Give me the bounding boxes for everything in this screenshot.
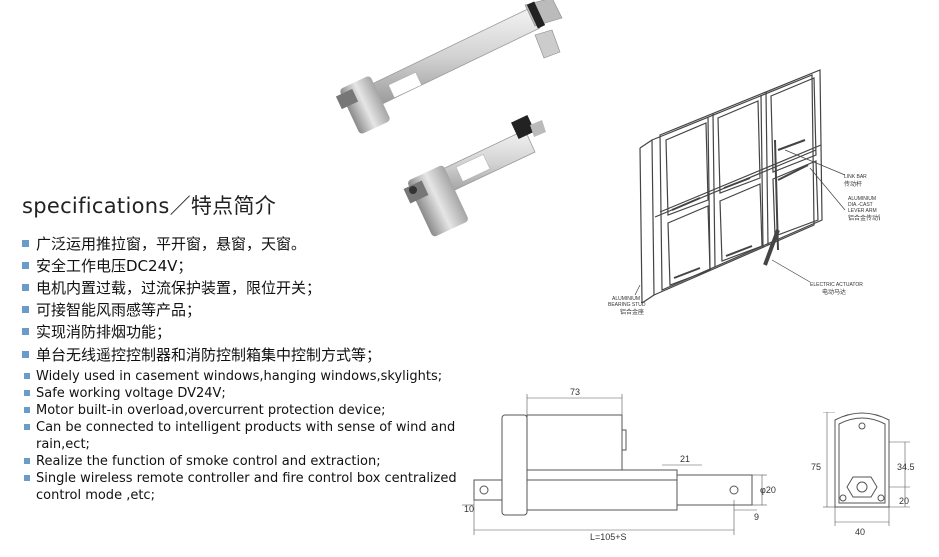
list-item: 安全工作电压DC24V；	[22, 254, 381, 276]
dim-rod-diameter: φ20	[760, 485, 776, 495]
label-link-bar-cn: 传动杆	[844, 180, 862, 188]
list-item: 广泛运用推拉窗，平开窗，悬窗，天窗。	[22, 232, 381, 254]
bullet-icon	[22, 239, 29, 247]
list-item: Single wireless remote controller and fi…	[24, 470, 464, 504]
features-en-list: Widely used in casement windows,hanging …	[24, 368, 464, 504]
label-lever-cn: 铝合金传动臂	[848, 214, 880, 222]
dim-motor-length: 73	[570, 387, 580, 397]
dim-rod-offset: 21	[680, 454, 690, 464]
dim-bottom-offset: 20	[899, 496, 909, 506]
dim-hole-height: 34.5	[897, 462, 915, 472]
bullet-icon	[24, 424, 30, 430]
list-item: Motor built-in overload,overcurrent prot…	[24, 402, 464, 419]
bullet-icon	[24, 390, 30, 396]
actuator-short	[403, 115, 546, 237]
list-item: Can be connected to intelligent products…	[24, 419, 464, 453]
label-actuator-cn: 电动马达	[822, 288, 846, 296]
dim-right-offset: 9	[754, 512, 759, 522]
bullet-icon	[24, 373, 30, 379]
list-item: 可接智能风雨感等产品；	[22, 299, 381, 321]
dim-total-length: L=105+S	[590, 532, 627, 542]
label-stud-en-1: ALUMINIUM	[612, 296, 640, 302]
actuator-long	[335, 0, 563, 134]
end-dimension-drawing: 75 34.5 20 40	[811, 412, 915, 537]
list-item: 实现消防排烟功能；	[22, 321, 381, 343]
label-actuator-en: ELECTRIC ACTUATOR	[810, 282, 863, 288]
bullet-icon	[22, 328, 29, 336]
label-lever-en-3: LEVER ARM	[848, 208, 877, 214]
bullet-icon	[24, 475, 30, 481]
window-installation-diagram: LINK BAR 传动杆 ALUMINIUM DIA.-CAST LEVER A…	[608, 69, 880, 316]
list-item: 电机内置过载，过流保护装置，限位开关；	[22, 276, 381, 298]
specifications-title: specifications／特点简介	[22, 194, 277, 218]
label-stud-en-2: BEARING STUD	[608, 302, 646, 308]
label-lever-en-1: ALUMINIUM	[848, 196, 876, 202]
bullet-icon	[22, 261, 29, 269]
label-lever-en-2: DIA.-CAST	[848, 202, 873, 208]
list-item: Realize the function of smoke control an…	[24, 453, 464, 470]
label-link-bar-en: LINK BAR	[844, 174, 867, 180]
bullet-icon	[22, 306, 29, 314]
features-cn-list: 广泛运用推拉窗，平开窗，悬窗，天窗。 安全工作电压DC24V； 电机内置过载，过…	[22, 232, 381, 365]
actuator-photo-illustration	[335, 0, 563, 237]
list-item: Widely used in casement windows,hanging …	[24, 368, 464, 385]
label-stud-cn: 铝合金座	[620, 308, 644, 316]
side-dimension-drawing: 73 21 φ20 10 9 L=105+S	[462, 387, 776, 542]
list-item: Safe working voltage DV24V;	[24, 385, 464, 402]
bullet-icon	[24, 458, 30, 464]
dim-height: 75	[811, 462, 821, 472]
bullet-icon	[24, 407, 30, 413]
bullet-icon	[22, 350, 29, 358]
list-item: 单台无线遥控控制器和消防控制箱集中控制方式等；	[22, 343, 381, 365]
dim-width: 40	[855, 527, 865, 537]
dim-left-offset: 10	[464, 504, 474, 514]
bullet-icon	[22, 283, 29, 291]
